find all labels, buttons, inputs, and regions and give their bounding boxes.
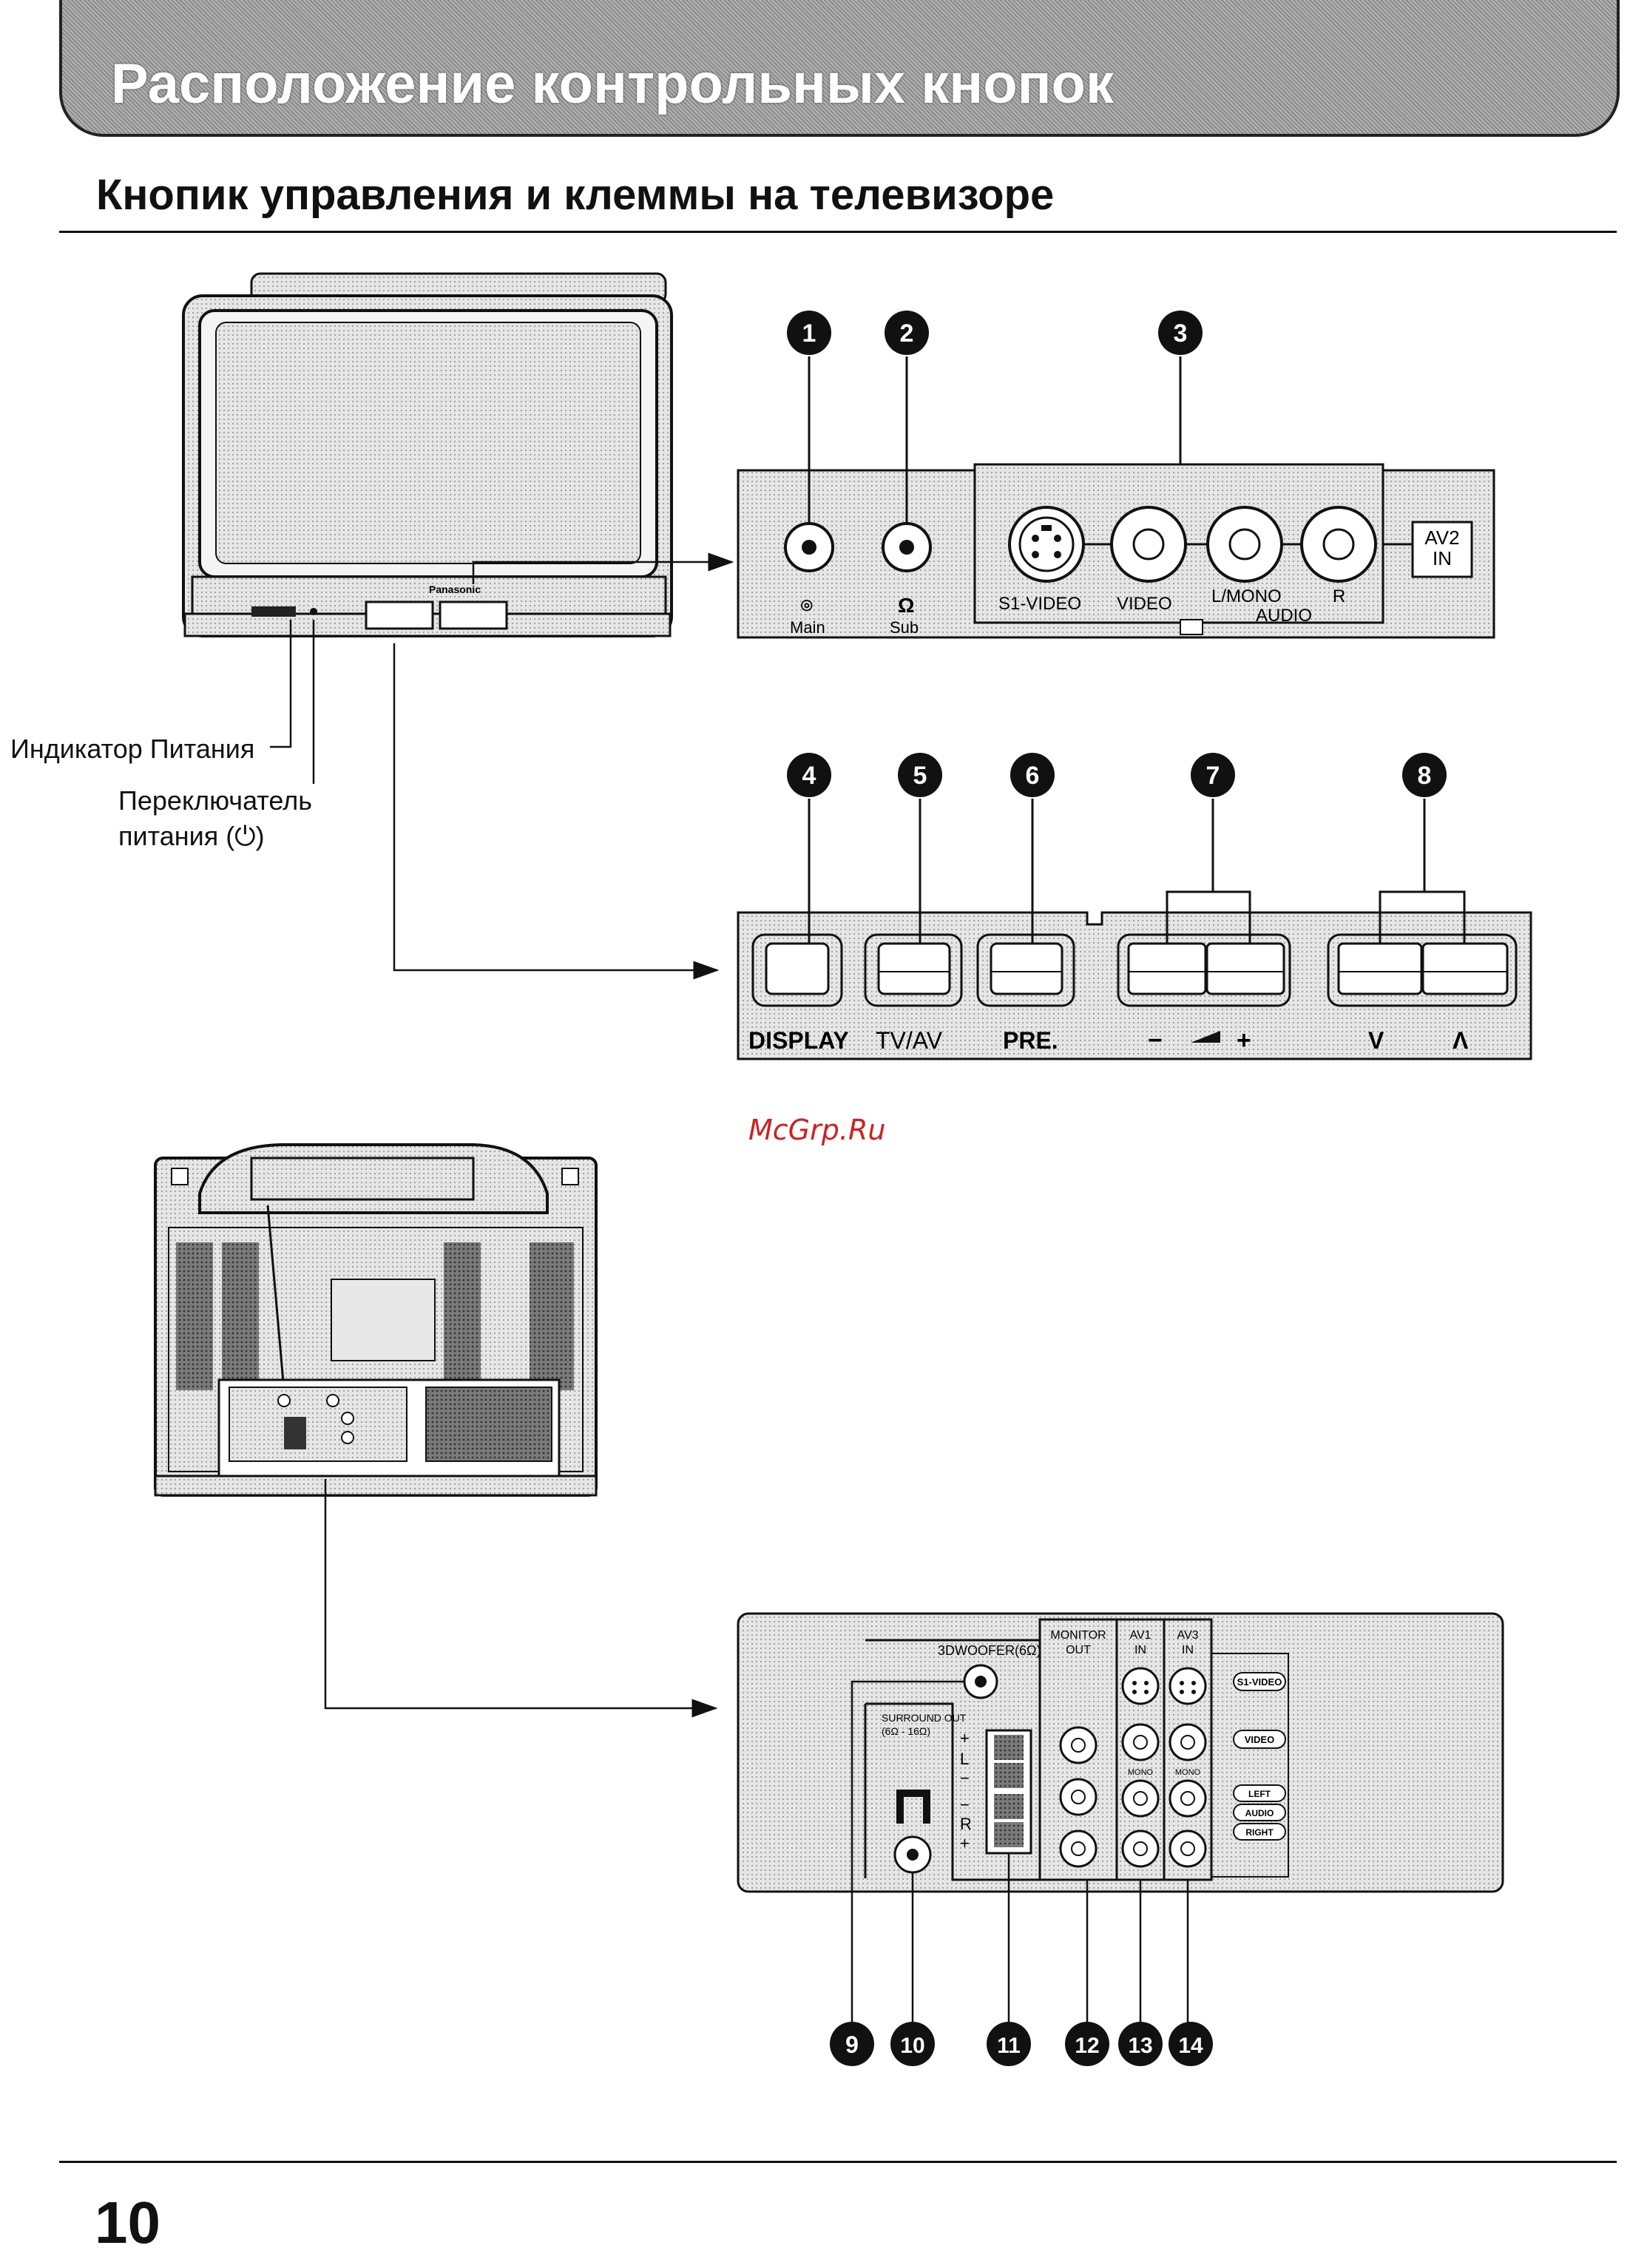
front-tv-illustration: Panasonic	[182, 272, 673, 637]
section-title: Расположение контрольных кнопок	[111, 53, 1114, 115]
front-button-door-left	[365, 600, 434, 630]
callout-1: 1	[802, 319, 816, 348]
headphone-sub-label: Sub	[890, 618, 919, 637]
display-label: DISPLAY	[748, 1027, 849, 1054]
callout-5: 5	[913, 762, 927, 790]
av1-right-jack[interactable]	[1121, 1829, 1160, 1868]
callout-2: 2	[900, 319, 914, 348]
callout-9: 9	[845, 2031, 859, 2058]
monitor-out-label: MONITOR	[1050, 1629, 1106, 1642]
monitor-out-video-jack[interactable]	[1059, 1726, 1098, 1764]
callout-11: 11	[997, 2034, 1021, 2058]
page-subtitle: Кнопик управления и клеммы на телевизоре	[96, 171, 1055, 219]
surround-l-plus: +	[960, 1729, 970, 1747]
callout-6: 6	[1026, 762, 1040, 790]
rear-tv-illustration	[154, 1143, 598, 1497]
av3-mono-label: MONO	[1175, 1768, 1201, 1777]
av3-right-jack[interactable]	[1169, 1829, 1207, 1868]
callouts-front-jacks: 1 2 3	[787, 311, 1203, 524]
av2-in-label: IN	[1433, 547, 1452, 569]
volume-plus-label: +	[1237, 1026, 1251, 1055]
headphone-main-icon: ⌾	[801, 595, 813, 617]
av3-in-label: IN	[1182, 1644, 1194, 1656]
surround-r-label: R	[960, 1815, 972, 1833]
callout-13: 13	[1128, 2034, 1152, 2058]
headphone-sub-icon: Ω	[898, 594, 914, 617]
rear-jack-panel: 3DWOOFER(6Ω) SURROUND OUT (6Ω - 16Ω) + L…	[737, 1612, 1504, 1893]
power-switch-label-line1: Переключатель	[118, 785, 312, 816]
surround-l-label: L	[960, 1750, 969, 1768]
left-row-label: LEFT	[1248, 1789, 1271, 1799]
front-jack-door	[439, 600, 508, 630]
headphone-main-label: Main	[790, 618, 825, 637]
video-label: VIDEO	[1117, 594, 1172, 614]
pre-label: PRE.	[1003, 1027, 1058, 1054]
program-down-button[interactable]	[1337, 942, 1423, 995]
callouts-front-buttons: 4 5 6 7 8	[787, 753, 1466, 944]
monitor-out-left-jack[interactable]	[1059, 1778, 1098, 1816]
power-switch-slot	[251, 606, 296, 617]
av1-left-jack[interactable]	[1121, 1779, 1160, 1818]
callout-10: 10	[900, 2034, 924, 2058]
tv-av-button[interactable]	[877, 942, 951, 995]
watermark: McGrp.Ru	[748, 1114, 886, 1146]
av1-video-jack[interactable]	[1121, 1723, 1160, 1761]
surround-r-minus: −	[960, 1795, 970, 1814]
av3-left-jack[interactable]	[1169, 1779, 1207, 1818]
section-banner	[59, 0, 1620, 137]
bottom-divider	[59, 2161, 1617, 2163]
av3-video-jack[interactable]	[1169, 1723, 1207, 1761]
tv-brand-logo: Panasonic	[429, 583, 481, 595]
front-jack-panel: ⌾ Main Ω Sub S1-VIDEO VIDEO L/MONO R AUD…	[737, 432, 1495, 639]
page-number: 10	[95, 2190, 160, 2255]
av3-s-video-jack[interactable]	[1169, 1667, 1207, 1705]
av2-in-box	[1411, 521, 1473, 578]
av1-label: AV1	[1129, 1629, 1151, 1642]
program-up-button[interactable]	[1421, 942, 1509, 995]
callout-8: 8	[1418, 762, 1432, 790]
volume-minus-label: −	[1148, 1026, 1163, 1055]
power-indicator-label: Индикатор Питания	[10, 734, 255, 764]
monitor-out-right-jack[interactable]	[1059, 1829, 1098, 1868]
program-down-label: V	[1368, 1027, 1384, 1054]
callout-4: 4	[802, 762, 816, 790]
av1-mono-label: MONO	[1128, 1768, 1154, 1777]
power-indicator-led	[310, 608, 317, 615]
aerial-socket-icon	[896, 1790, 930, 1824]
callout-14: 14	[1178, 2034, 1203, 2058]
callout-3: 3	[1174, 319, 1188, 348]
l-mono-label: L/MONO	[1211, 586, 1282, 606]
pre-button[interactable]	[990, 942, 1063, 995]
av1-s-video-jack[interactable]	[1121, 1667, 1160, 1705]
volume-icon	[1191, 1031, 1220, 1043]
s1-video-row-label: S1-VIDEO	[1237, 1676, 1282, 1688]
surround-range-label: (6Ω - 16Ω)	[882, 1725, 930, 1737]
surround-out-label: SURROUND OUT	[882, 1712, 967, 1724]
video-row-label: VIDEO	[1245, 1734, 1274, 1745]
front-button-panel: DISPLAY TV/AV PRE. − + V Λ	[737, 911, 1532, 1060]
callout-12: 12	[1075, 2034, 1099, 2058]
av3-label: AV3	[1177, 1629, 1198, 1642]
top-divider	[59, 231, 1617, 233]
volume-up-button[interactable]	[1205, 942, 1285, 995]
volume-down-button[interactable]	[1127, 942, 1207, 995]
display-button[interactable]	[765, 942, 830, 995]
surround-r-plus: +	[960, 1834, 970, 1852]
callouts-rear-panel: 9 10 11 12 13 14	[830, 1680, 1213, 2066]
av2-label: AV2	[1424, 527, 1459, 549]
audio-label: AUDIO	[1256, 606, 1312, 626]
right-row-label: RIGHT	[1245, 1827, 1274, 1838]
s-video-label: S1-VIDEO	[998, 594, 1081, 614]
callout-7: 7	[1206, 762, 1220, 790]
r-label: R	[1333, 586, 1345, 606]
power-switch-label-line2: питания (⏻)	[118, 821, 265, 851]
surround-l-minus: −	[960, 1769, 970, 1787]
av1-in-label: IN	[1134, 1644, 1146, 1656]
woofer-label: 3DWOOFER(6Ω)	[938, 1643, 1041, 1658]
audio-row-label: AUDIO	[1245, 1808, 1274, 1818]
tv-av-label: TV/AV	[876, 1027, 943, 1054]
program-up-label: Λ	[1453, 1027, 1469, 1054]
monitor-out-label-2: OUT	[1066, 1644, 1091, 1656]
